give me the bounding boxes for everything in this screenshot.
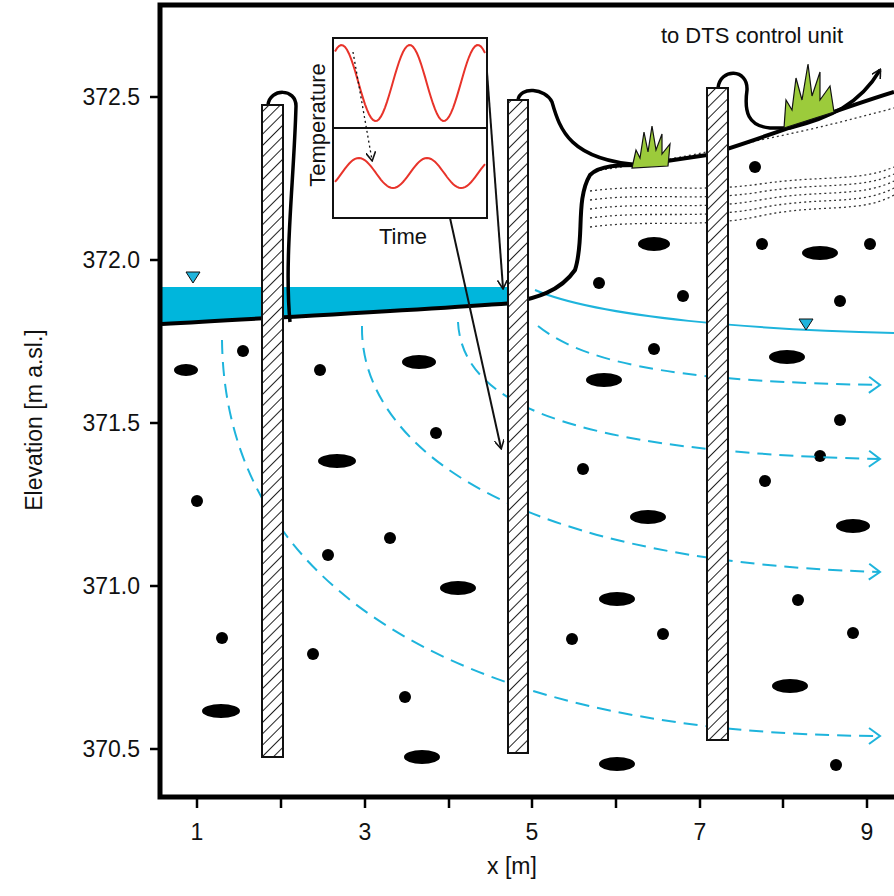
inset-axis-title: Temperature: [307, 63, 329, 187]
soil-line: [590, 174, 894, 200]
pebble: [834, 414, 846, 426]
axis-ticks: [150, 97, 867, 808]
pebble: [802, 246, 838, 260]
axis-title: Elevation [m a.sl.]: [23, 329, 46, 511]
pebble: [657, 628, 669, 640]
tick-label: 3: [359, 821, 372, 844]
leader-line: [450, 218, 501, 448]
pebble: [648, 343, 660, 355]
tick-label: 371.5: [82, 412, 140, 435]
pebble: [599, 757, 635, 771]
tick-label: 7: [694, 821, 707, 844]
flow-paths: [222, 322, 880, 736]
pebble: [566, 633, 578, 645]
pebble: [586, 373, 622, 387]
pebble: [814, 450, 826, 462]
pebble: [836, 519, 870, 533]
soil-line: [590, 167, 894, 191]
pebble: [593, 277, 605, 289]
pebble: [759, 475, 771, 487]
pebble: [384, 532, 396, 544]
pebble: [216, 632, 228, 644]
cable-destination-label: to DTS control unit: [661, 25, 843, 47]
pebble: [174, 364, 198, 376]
topsoil-layers: [590, 108, 894, 227]
pebble: [677, 290, 689, 302]
soil-line: [590, 188, 894, 218]
inset-axis-title: Time: [379, 226, 427, 248]
pebble: [638, 237, 670, 251]
tick-label: 9: [861, 821, 874, 844]
pebble: [864, 238, 876, 250]
pebble: [307, 648, 319, 660]
water-level-marker: [799, 319, 813, 330]
tick-label: 5: [526, 821, 539, 844]
pebble: [440, 581, 476, 595]
pebble: [430, 427, 442, 439]
temperature-inset: [333, 38, 487, 218]
leader-line: [487, 72, 503, 288]
pebble: [237, 345, 249, 357]
pebble: [577, 463, 589, 475]
pebble: [756, 238, 768, 250]
axis-title: x [m]: [487, 855, 537, 878]
tick-label: 372.5: [82, 86, 140, 109]
pebble: [322, 549, 334, 561]
pebble: [830, 759, 842, 771]
soil-line: [590, 195, 894, 227]
pebble: [749, 161, 761, 173]
pebble: [769, 350, 805, 364]
water-level-marker: [186, 272, 200, 283]
soil-line: [590, 181, 894, 209]
tick-label: 371.0: [82, 575, 140, 598]
pebble: [318, 454, 356, 468]
pebble: [402, 355, 436, 369]
pebble: [834, 295, 846, 307]
pebble: [314, 364, 326, 376]
tick-label: 1: [191, 821, 204, 844]
pebble: [399, 691, 411, 703]
pebble: [191, 495, 203, 507]
pebble: [772, 679, 808, 693]
pebble: [599, 592, 635, 606]
pebble: [202, 704, 240, 718]
tick-label: 370.5: [82, 738, 140, 761]
grass: [632, 64, 834, 168]
pebble: [792, 594, 804, 606]
pebble: [630, 510, 666, 524]
soil-line: [600, 108, 894, 170]
plot-frame: [160, 5, 894, 797]
tick-label: 372.0: [82, 249, 140, 272]
pebble: [847, 627, 859, 639]
pebble: [404, 750, 440, 764]
